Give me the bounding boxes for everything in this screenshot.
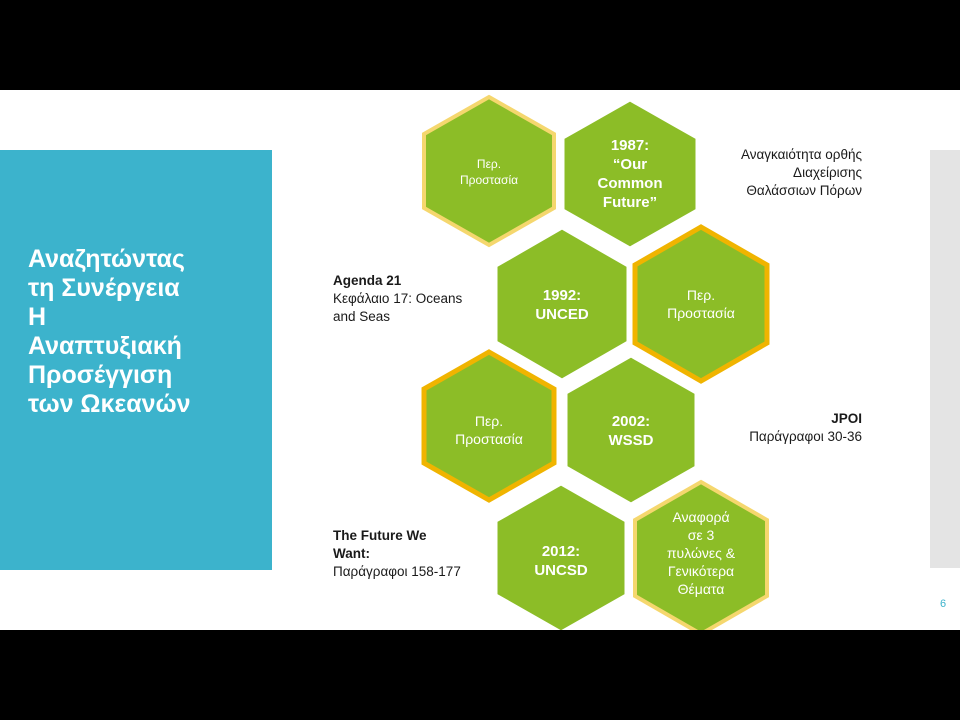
title-line: Προσέγγιση	[28, 361, 173, 389]
title-line: Αναζητώντας	[28, 245, 185, 273]
title-panel: Αναζητώντας τη Συνέργεια Η Αναπτυξιακή Π…	[0, 150, 272, 570]
hexagon-label: 1987: “Our Common Future”	[597, 137, 663, 211]
hexagon-label: Περ. Προστασία	[459, 157, 519, 187]
hexagon-1987	[561, 98, 699, 250]
title-line: Η	[28, 303, 47, 331]
hexagon-2002	[564, 354, 698, 506]
hexagon-protection-1	[422, 94, 556, 248]
title-line: Αναπτυξιακή	[28, 332, 182, 360]
hexagon-protection-2	[632, 224, 770, 384]
hexagon-label: Περ. Προστασία	[667, 287, 735, 321]
note-future-we-want: The Future We Want: Παράγραφοι 158-177	[333, 528, 461, 579]
hexagon-protection-3	[421, 349, 557, 503]
hexagon-diagram	[421, 94, 770, 630]
title-line: των Ωκεανών	[28, 390, 191, 418]
page-number: 6	[940, 598, 947, 610]
hexagon-reference	[633, 479, 769, 630]
note-1987: Αναγκαιότητα ορθής Διαχείρισης Θαλάσσιων…	[740, 147, 862, 198]
title-line: τη Συνέργεια	[28, 274, 180, 302]
slide: Αναζητώντας τη Συνέργεια Η Αναπτυξιακή Π…	[0, 90, 960, 630]
hexagon-1992	[494, 226, 630, 382]
note-jpoi: JPOI Παράγραφοι 30-36	[749, 411, 862, 444]
hexagon-label: 2002: WSSD	[608, 413, 654, 449]
note-agenda-21: Agenda 21 Κεφάλαιο 17: Oceans and Seas	[333, 273, 463, 324]
hexagon-label: Αναφορά σε 3 πυλώνες & Γενικότερα Θέματα	[666, 509, 736, 597]
hexagon-2012	[494, 482, 628, 630]
hexagon-label: 1992: UNCED	[535, 287, 589, 323]
hexagon-label: Περ. Προστασία	[455, 413, 523, 447]
slide-title: Αναζητώντας τη Συνέργεια Η Αναπτυξιακή Π…	[28, 245, 268, 419]
right-side-bar	[930, 150, 960, 568]
hexagon-label: 2012: UNCSD	[534, 543, 588, 579]
